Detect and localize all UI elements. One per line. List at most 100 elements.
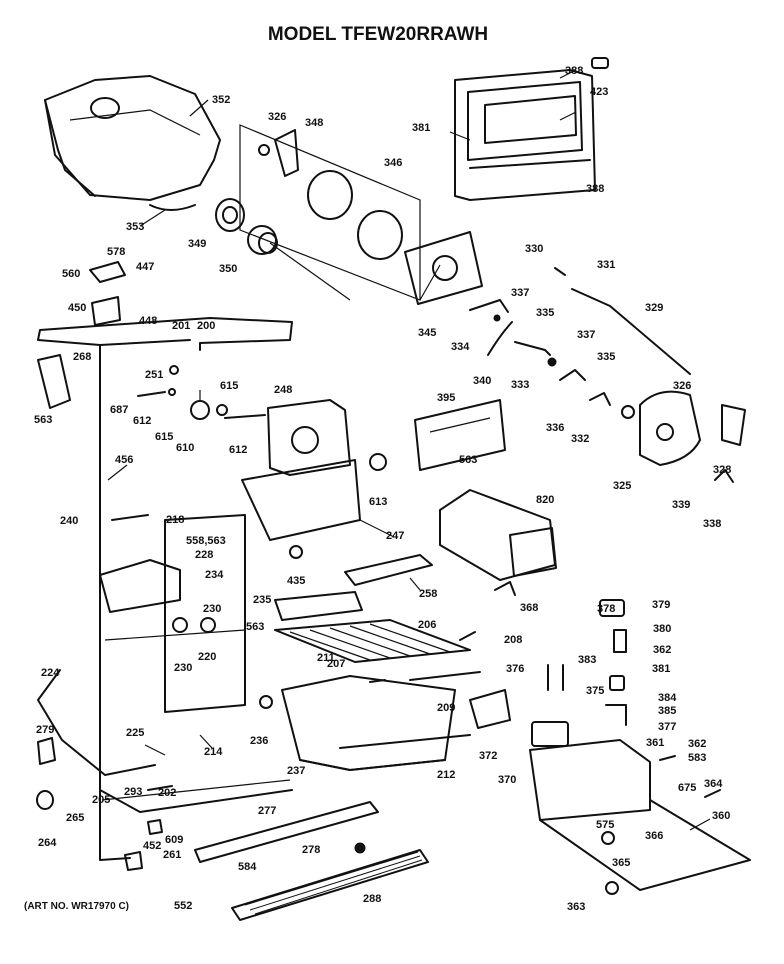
label-235: 235 xyxy=(253,594,271,606)
label-218: 218 xyxy=(166,514,184,526)
label-211: 211 xyxy=(317,652,335,664)
label-265: 265 xyxy=(66,812,84,824)
cabinet-liner xyxy=(37,317,293,861)
label-208: 208 xyxy=(504,634,522,646)
label-230a: 230 xyxy=(203,603,221,615)
label-338: 338 xyxy=(703,518,721,530)
bracket-258 xyxy=(344,554,433,586)
label-337b: 337 xyxy=(577,329,595,341)
label-277: 277 xyxy=(258,805,276,817)
label-361: 361 xyxy=(646,737,664,749)
label-675: 675 xyxy=(678,782,696,794)
label-563c: 563 xyxy=(246,621,264,633)
label-325: 325 xyxy=(613,480,631,492)
label-363: 363 xyxy=(567,901,585,913)
auger-motor xyxy=(621,390,746,483)
kick-grille xyxy=(231,849,429,921)
label-381b: 381 xyxy=(652,663,670,675)
label-335a: 335 xyxy=(536,307,554,319)
label-207: 207 xyxy=(327,658,345,670)
label-247: 247 xyxy=(386,530,404,542)
label-380: 380 xyxy=(653,623,671,635)
label-575: 575 xyxy=(596,819,614,831)
label-563b: 563 xyxy=(459,454,477,466)
label-379: 379 xyxy=(652,599,670,611)
label-225: 225 xyxy=(126,727,144,739)
label-687: 687 xyxy=(110,404,128,416)
label-450: 450 xyxy=(68,302,86,314)
label-230b: 230 xyxy=(174,662,192,674)
label-293: 293 xyxy=(124,786,142,798)
ice-bucket xyxy=(44,75,221,211)
label-353: 353 xyxy=(126,221,144,233)
label-615: 615 xyxy=(155,431,173,443)
label-447: 447 xyxy=(136,261,154,273)
water-tube xyxy=(37,669,156,776)
label-212: 212 xyxy=(437,769,455,781)
label-583: 583 xyxy=(688,752,706,764)
dispenser-housing xyxy=(241,399,361,541)
label-448: 448 xyxy=(139,315,157,327)
label-328: 328 xyxy=(713,464,731,476)
label-362a: 362 xyxy=(653,644,671,656)
label-563a: 563 xyxy=(34,414,52,426)
label-613: 613 xyxy=(369,496,387,508)
label-612a: 612 xyxy=(133,415,151,427)
label-329: 329 xyxy=(645,302,663,314)
label-372: 372 xyxy=(479,750,497,762)
label-288: 288 xyxy=(363,893,381,905)
label-258: 258 xyxy=(419,588,437,600)
control-board xyxy=(414,399,506,471)
label-615-top: 615 xyxy=(220,380,238,392)
label-264: 264 xyxy=(38,837,57,849)
label-237: 237 xyxy=(287,765,305,777)
label-381: 381 xyxy=(412,122,430,134)
label-612: 612 xyxy=(229,444,247,456)
label-333: 333 xyxy=(511,379,529,391)
label-350: 350 xyxy=(219,263,237,275)
label-584: 584 xyxy=(238,861,257,873)
linkage-parts xyxy=(469,267,691,406)
small-parts xyxy=(36,261,721,895)
label-360: 360 xyxy=(712,810,730,822)
label-377: 377 xyxy=(658,721,676,733)
label-214: 214 xyxy=(204,746,223,758)
label-435: 435 xyxy=(287,575,305,587)
label-552: 552 xyxy=(174,900,192,912)
auger-assembly xyxy=(215,124,421,301)
label-365: 365 xyxy=(612,857,630,869)
mount-plate xyxy=(404,231,483,305)
label-278: 278 xyxy=(302,844,320,856)
label-332: 332 xyxy=(571,433,589,445)
label-339: 339 xyxy=(672,499,690,511)
crisper-drawer xyxy=(281,675,471,771)
label-248: 248 xyxy=(274,384,292,396)
label-578: 578 xyxy=(107,246,125,258)
label-326b: 326 xyxy=(673,380,691,392)
label-610: 610 xyxy=(176,442,194,454)
label-395: 395 xyxy=(437,392,455,404)
label-234: 234 xyxy=(205,569,224,581)
label-388-top: 388 xyxy=(565,65,583,77)
label-337a: 337 xyxy=(511,287,529,299)
label-335b: 335 xyxy=(597,351,615,363)
machine-compartment xyxy=(529,721,751,891)
label-236: 236 xyxy=(250,735,268,747)
label-609: 609 xyxy=(165,834,183,846)
valve-stack xyxy=(599,599,627,726)
label-330: 330 xyxy=(525,243,543,255)
label-456: 456 xyxy=(115,454,133,466)
cover-372 xyxy=(469,689,511,729)
label-378: 378 xyxy=(597,603,615,615)
label-346: 346 xyxy=(384,157,402,169)
label-200: 200 xyxy=(197,320,215,332)
label-364: 364 xyxy=(704,778,723,790)
diagram-title: MODEL TFEW20RRAWH xyxy=(268,24,488,45)
label-209: 209 xyxy=(437,702,455,714)
label-205: 205 xyxy=(92,794,110,806)
art-number: (ART NO. WR17970 C) xyxy=(24,901,129,912)
label-362b: 362 xyxy=(688,738,706,750)
label-201: 201 xyxy=(172,320,190,332)
label-820: 820 xyxy=(536,494,554,506)
